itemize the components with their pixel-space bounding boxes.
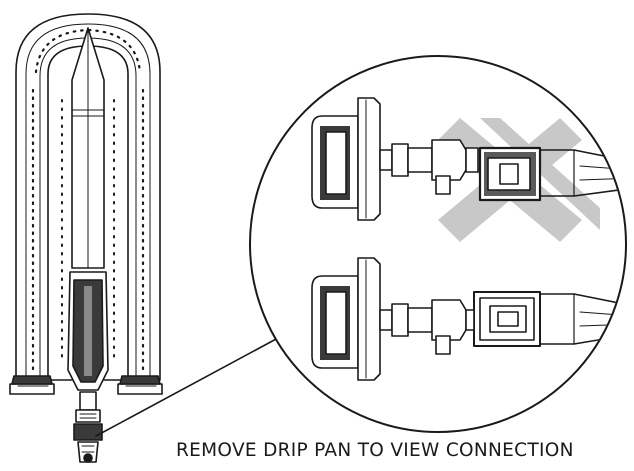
caption-text: REMOVE DRIP PAN TO VIEW CONNECTION: [176, 440, 574, 461]
incorrect-connection: [311, 97, 625, 242]
valve-stem: [79, 391, 97, 411]
callout-leader-line: [95, 337, 279, 437]
u-burner-assembly: [9, 13, 163, 463]
detail-callout-circle: [249, 55, 627, 433]
correct-connection: [311, 257, 625, 381]
